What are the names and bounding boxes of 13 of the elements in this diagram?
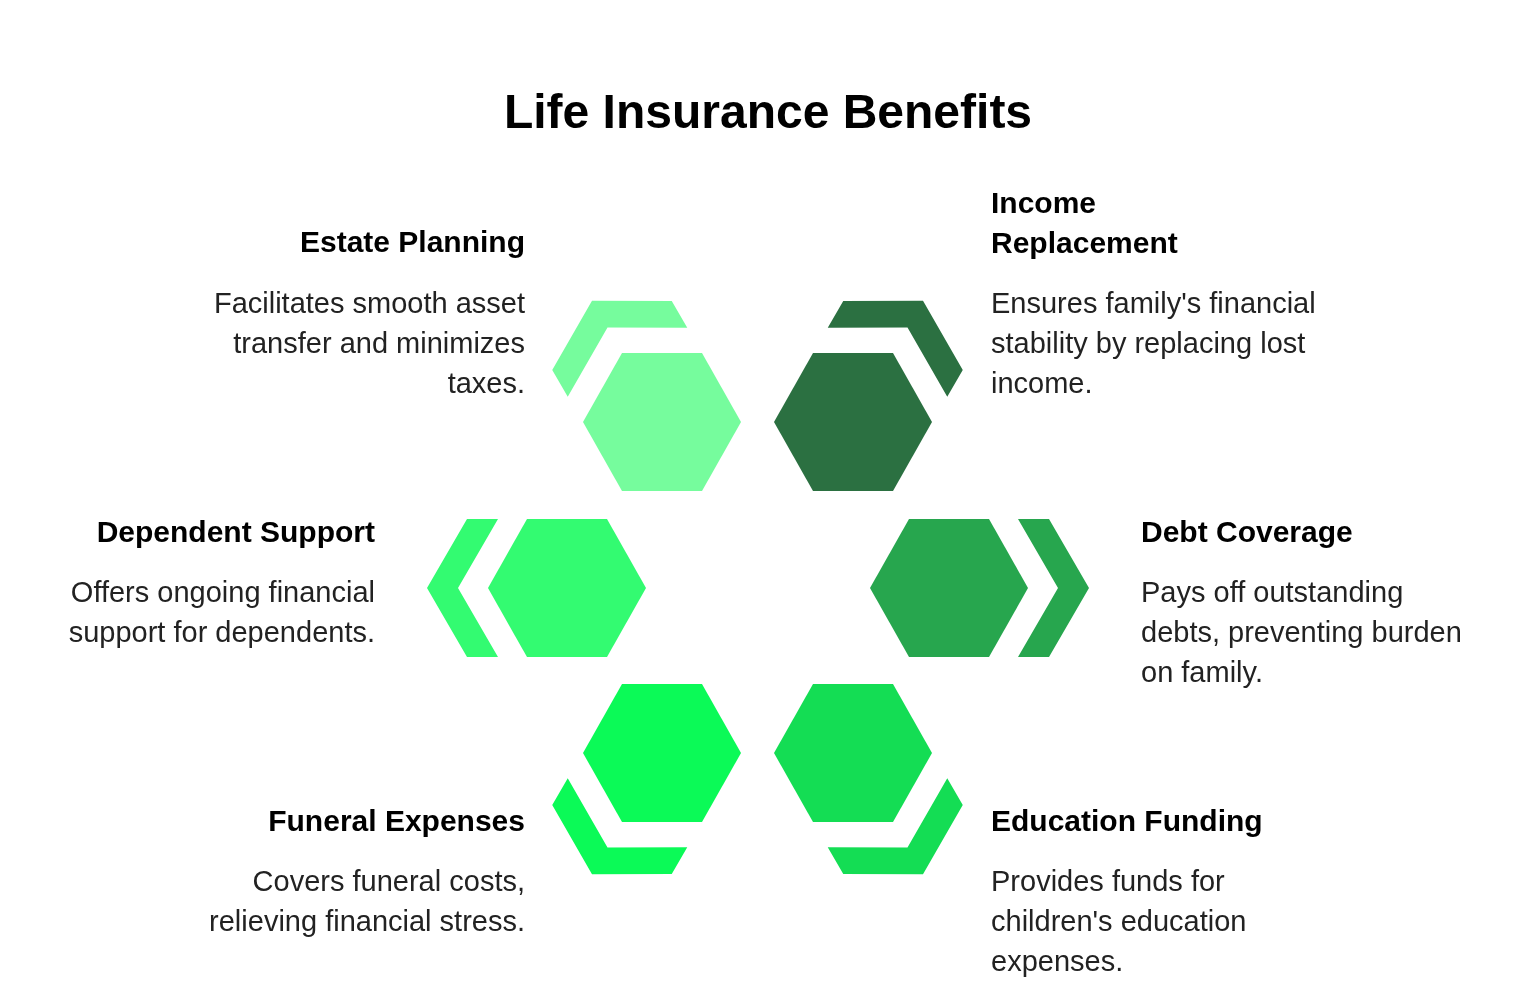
benefit-description: Covers funeral costs, relieving financial stress. [208, 864, 525, 939]
benefit-description: Offers ongoing financial support for dependents. [67, 575, 375, 650]
benefit-heading: Estate Planning [298, 224, 525, 260]
benefit-description: Provides funds for children's education expenses. [991, 864, 1248, 979]
benefit-heading: Education Funding [991, 803, 1264, 839]
benefit-heading: Debt Coverage [1141, 514, 1354, 550]
benefit-heading: Dependent Support [95, 514, 375, 550]
benefit-description: Ensures family's financial stability by replacing lost income. [991, 286, 1317, 401]
title: Life Insurance Benefits [503, 84, 1033, 139]
benefit-heading: Funeral Expenses [267, 803, 525, 839]
benefit-description: Pays off outstanding debts, preventing burden on family. [1141, 575, 1463, 690]
benefit-heading: Income Replacement [991, 185, 1179, 261]
benefit-description: Facilitates smooth asset transfer and minimizes taxes. [212, 286, 525, 401]
